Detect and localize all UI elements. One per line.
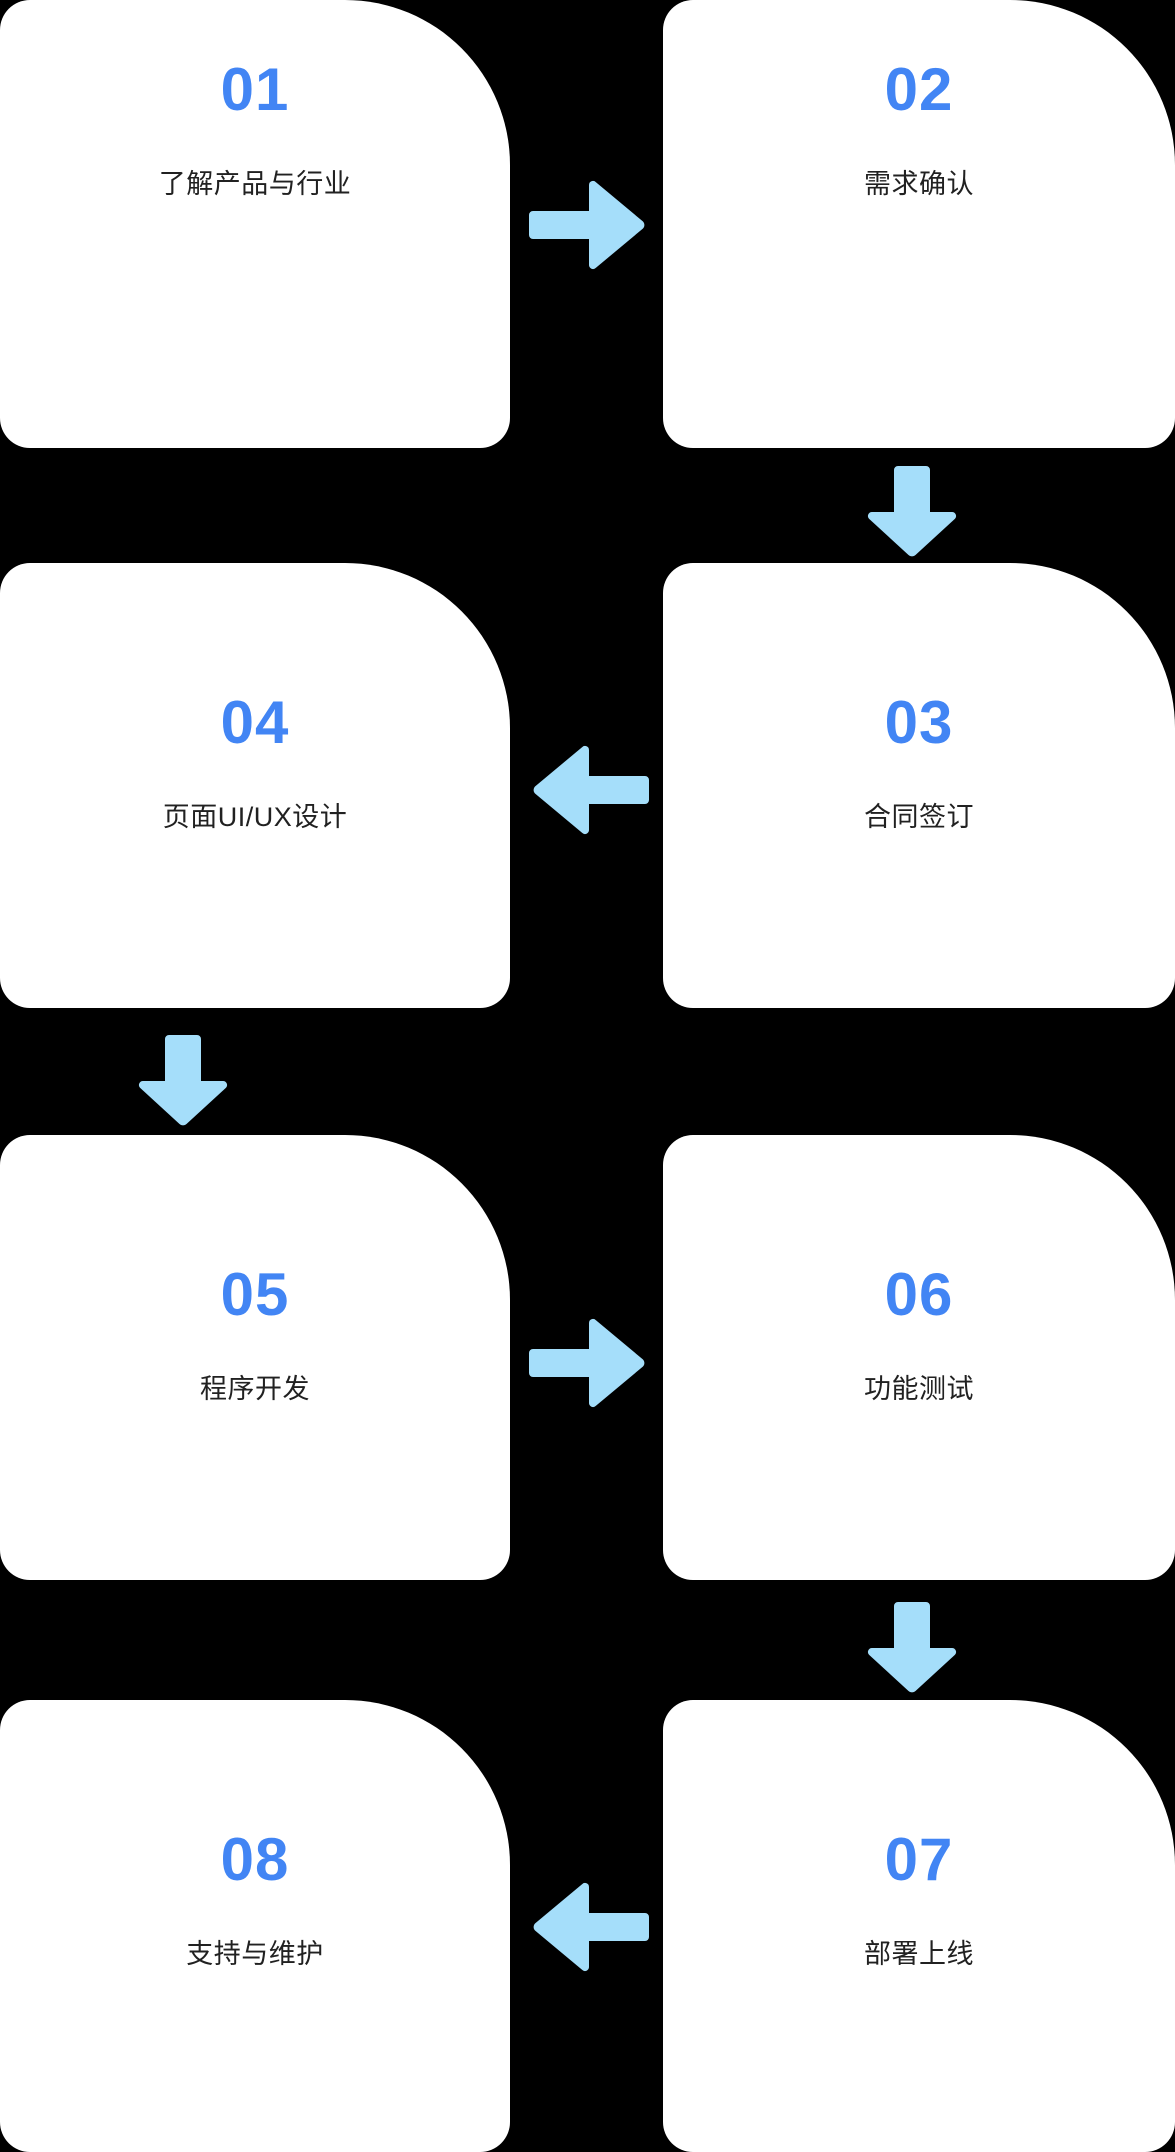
step-card-04[interactable]: 04 页面UI/UX设计 (0, 563, 510, 1008)
step-label: 功能测试 (864, 1374, 974, 1404)
step-number: 08 (220, 1826, 290, 1893)
step-card-01[interactable]: 01 了解产品与行业 (0, 0, 510, 448)
step-number: 06 (884, 1261, 954, 1328)
step-number: 03 (884, 689, 954, 756)
step-card-03[interactable]: 03 合同签订 (663, 563, 1175, 1008)
step-card-07[interactable]: 07 部署上线 (663, 1700, 1175, 2152)
step-label: 合同签订 (864, 802, 974, 832)
arrow-down-icon (137, 1031, 229, 1127)
arrow-down-icon (866, 462, 958, 558)
step-label: 部署上线 (864, 1939, 974, 1969)
step-label: 了解产品与行业 (158, 169, 352, 199)
step-number: 07 (884, 1826, 954, 1893)
step-number: 01 (220, 56, 290, 123)
arrow-left-icon (531, 745, 649, 835)
step-number: 04 (220, 689, 290, 756)
step-card-05[interactable]: 05 程序开发 (0, 1135, 510, 1580)
step-card-02[interactable]: 02 需求确认 (663, 0, 1175, 448)
step-label: 支持与维护 (186, 1939, 324, 1969)
step-label: 程序开发 (200, 1374, 310, 1404)
step-number: 02 (884, 56, 954, 123)
step-card-08[interactable]: 08 支持与维护 (0, 1700, 510, 2152)
arrow-left-icon (531, 1882, 649, 1972)
arrow-right-icon (529, 1318, 647, 1408)
arrow-down-icon (866, 1598, 958, 1694)
step-label: 页面UI/UX设计 (162, 802, 348, 832)
step-label: 需求确认 (864, 169, 974, 199)
step-number: 05 (220, 1261, 290, 1328)
step-card-06[interactable]: 06 功能测试 (663, 1135, 1175, 1580)
arrow-right-icon (529, 180, 647, 270)
